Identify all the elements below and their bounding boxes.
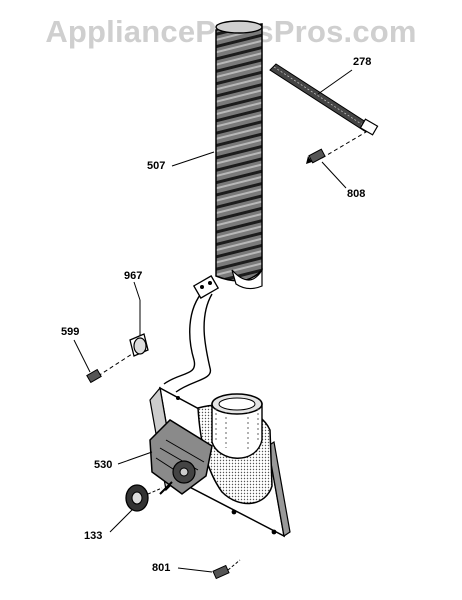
screw-808 bbox=[306, 131, 367, 164]
callout-278: 278 bbox=[353, 56, 372, 68]
wire-clip bbox=[129, 300, 149, 357]
leader-530 bbox=[117, 451, 153, 465]
drive-wheel bbox=[125, 484, 163, 512]
leader-967 bbox=[133, 281, 141, 301]
leader-599 bbox=[73, 339, 91, 373]
leader-278 bbox=[317, 69, 353, 95]
callout-801: 801 bbox=[152, 562, 171, 574]
blower-assembly bbox=[149, 386, 291, 538]
wire-harness bbox=[163, 275, 220, 393]
callout-967: 967 bbox=[124, 270, 143, 282]
hose-strap bbox=[269, 63, 379, 136]
exhaust-hose bbox=[215, 20, 263, 290]
callout-599: 599 bbox=[61, 326, 80, 338]
leader-507 bbox=[171, 151, 215, 167]
callout-507: 507 bbox=[147, 160, 166, 172]
callout-808: 808 bbox=[347, 188, 366, 200]
leader-808 bbox=[321, 161, 347, 189]
leader-801 bbox=[177, 567, 213, 573]
leader-133 bbox=[109, 509, 133, 533]
callout-530: 530 bbox=[94, 459, 113, 471]
screw-599 bbox=[86, 353, 133, 384]
screw-801 bbox=[212, 559, 241, 580]
callout-133: 133 bbox=[84, 530, 103, 542]
leader-lines bbox=[73, 69, 353, 573]
